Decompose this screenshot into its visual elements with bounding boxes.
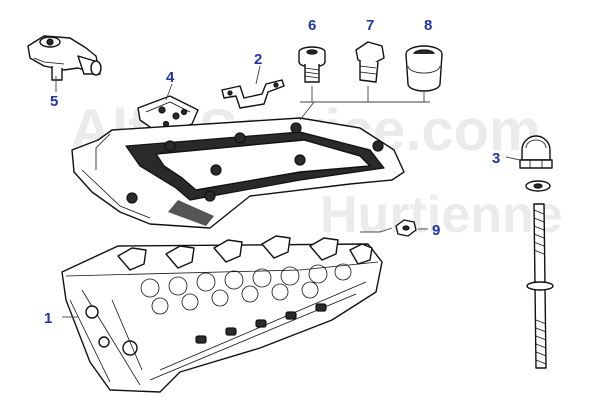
cylinder-head bbox=[61, 235, 383, 393]
callout-2: 2 bbox=[254, 51, 262, 68]
callout-1: 1 bbox=[44, 310, 52, 327]
sealing-cap bbox=[405, 45, 443, 92]
outlet-housing bbox=[27, 35, 102, 81]
callout-4: 4 bbox=[166, 69, 175, 86]
callout-6: 6 bbox=[308, 17, 316, 34]
cylinder-head-stud bbox=[526, 203, 554, 369]
callout-9: 9 bbox=[432, 222, 440, 239]
callout-5: 5 bbox=[50, 93, 58, 110]
leader-lines bbox=[55, 65, 521, 318]
breather-cover-plate bbox=[137, 95, 199, 135]
hex-plug bbox=[355, 41, 385, 83]
callout-3: 3 bbox=[492, 150, 500, 167]
small-nut bbox=[395, 219, 417, 237]
callout-labels: 1 2 3 4 5 6 7 8 9 bbox=[44, 17, 500, 327]
cap-nut-and-washer bbox=[519, 135, 553, 192]
bracket bbox=[221, 79, 285, 109]
socket-head-bolt bbox=[298, 46, 326, 83]
callout-7: 7 bbox=[366, 17, 374, 34]
callout-8: 8 bbox=[424, 17, 432, 34]
watermark-line-2: Hurtienne bbox=[320, 186, 563, 244]
camshaft-cover bbox=[71, 117, 405, 229]
